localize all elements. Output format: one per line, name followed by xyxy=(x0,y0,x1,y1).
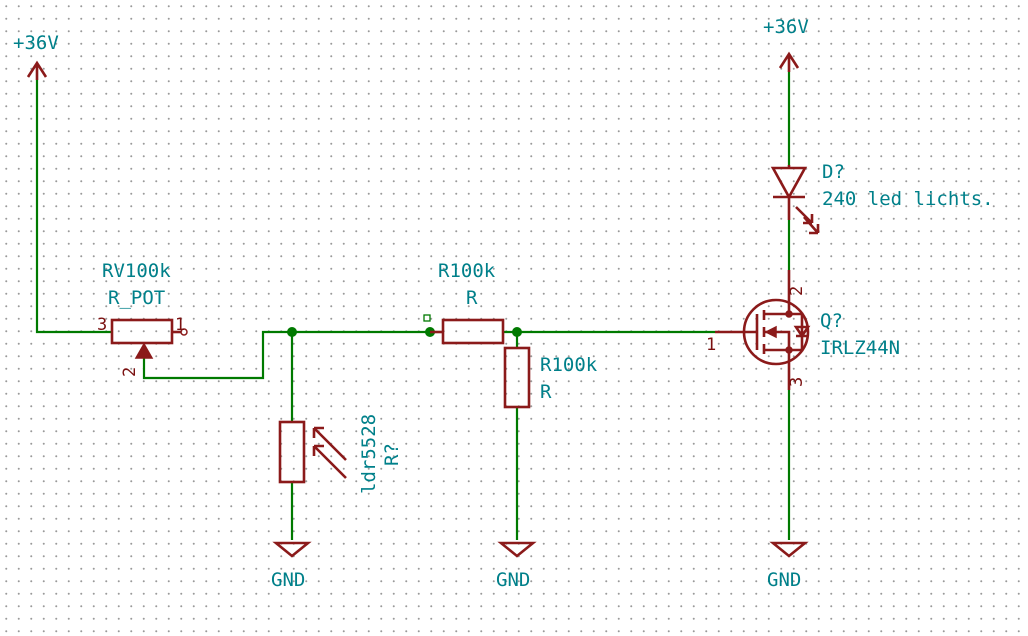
ground-icon xyxy=(769,541,809,558)
series-resistor-type: R xyxy=(466,287,478,309)
power-label-right: +36V xyxy=(763,16,809,38)
potentiometer: RV100k R_POT 3 1 2 xyxy=(97,260,188,377)
ldr-body xyxy=(278,420,306,484)
pot-type-label: R_POT xyxy=(108,287,165,309)
led: D? 240 led lichts. xyxy=(770,161,994,235)
led-light-arrows-icon xyxy=(795,206,820,235)
series-resistor-body xyxy=(441,318,505,345)
mosfet-gate-pin-number: 1 xyxy=(706,335,716,355)
pulldown-resistor-body xyxy=(503,346,531,409)
ground-icon xyxy=(497,541,537,558)
power-symbol-left: +36V xyxy=(13,32,59,80)
ldr-ref-label: R? xyxy=(381,443,403,466)
pot-value-label: RV100k xyxy=(102,260,171,282)
pot-wiper-arrow-icon xyxy=(134,342,154,359)
mosfet-source-pin-number: 3 xyxy=(787,377,807,387)
led-triangle-icon xyxy=(770,166,808,200)
ground-label-ldr: GND xyxy=(271,569,305,591)
mosfet-drain-pin-number: 2 xyxy=(787,286,807,296)
ground-symbol-divider: GND xyxy=(496,541,537,591)
ground-icon xyxy=(272,541,312,558)
ground-label-mosfet: GND xyxy=(767,569,801,591)
mosfet-source-dot xyxy=(785,346,793,354)
pot-pin1-open-icon xyxy=(180,328,188,336)
led-value-label: 240 led lichts. xyxy=(822,188,994,210)
junction-dot xyxy=(287,327,297,337)
pulldown-resistor: R100k R xyxy=(503,346,598,409)
mosfet-value-label: IRLZ44N xyxy=(820,337,900,359)
ldr-light-arrows-icon xyxy=(312,426,347,479)
mosfet-body-diode-icon xyxy=(789,312,811,352)
mosfet: 1 2 3 Q? IRLZ44N xyxy=(706,270,900,390)
potentiometer-body xyxy=(110,318,174,345)
power-arrow-icon xyxy=(26,60,48,80)
series-resistor-value: R100k xyxy=(438,260,496,282)
power-symbol-right: +36V xyxy=(763,16,809,72)
pulldown-resistor-type: R xyxy=(540,381,552,403)
pulldown-resistor-value: R100k xyxy=(540,354,598,376)
power-arrow-icon xyxy=(778,51,800,72)
ground-symbol-mosfet: GND xyxy=(767,541,809,591)
wire-pot-wiper xyxy=(142,330,430,380)
wire-left-supply xyxy=(35,80,112,334)
power-label-left: +36V xyxy=(13,32,59,54)
ground-label-divider: GND xyxy=(496,569,530,591)
ldr: ldr5528 R? xyxy=(278,414,403,494)
junction-dot xyxy=(512,327,522,337)
mosfet-drain-dot xyxy=(785,310,793,318)
ground-symbol-ldr: GND xyxy=(271,541,312,591)
led-ref-label: D? xyxy=(822,161,845,183)
no-connect-marker xyxy=(423,314,431,322)
mosfet-arrow-icon xyxy=(764,325,777,339)
ldr-value-label: ldr5528 xyxy=(358,414,380,494)
series-resistor: R100k R xyxy=(430,260,505,345)
pot-pin1-number: 1 xyxy=(175,315,185,335)
mosfet-gate-line xyxy=(715,314,759,350)
pot-pin3-number: 3 xyxy=(97,315,107,335)
mosfet-ref-label: Q? xyxy=(820,310,843,332)
pot-pin2-number: 2 xyxy=(120,367,140,377)
